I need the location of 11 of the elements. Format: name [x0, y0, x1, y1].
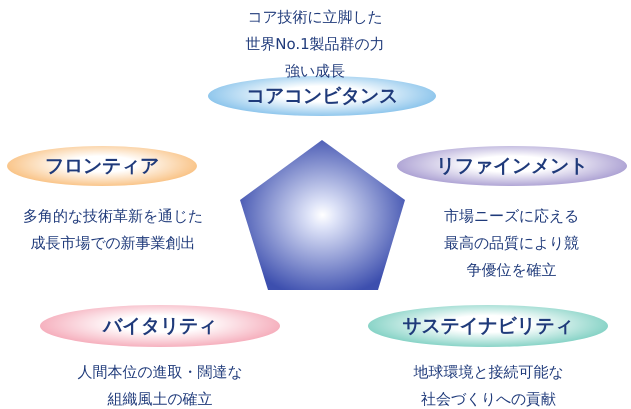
node-title: フロンティア — [45, 154, 159, 179]
description-text: 多角的な技術革新を通じた成長市場での新事業創出 — [22, 206, 204, 254]
description-text: 地球環境と接続可能な社会づくりへの貢献 — [412, 362, 564, 409]
description-text: 人間本位の進取・闊達な組織風土の確立 — [76, 362, 244, 409]
node-title: リファインメント — [436, 154, 588, 179]
pentagon — [240, 140, 405, 290]
node-title: バイタリティ — [103, 314, 217, 339]
node-title: サステイナビリティ — [402, 314, 574, 339]
description-text: コア技術に立脚した世界No.1製品群の力強い成長 — [245, 7, 385, 82]
description-text: 市場ニーズに応える最高の品質により競争優位を確立 — [443, 206, 580, 281]
node-title: コアコンビタンス — [246, 84, 398, 109]
